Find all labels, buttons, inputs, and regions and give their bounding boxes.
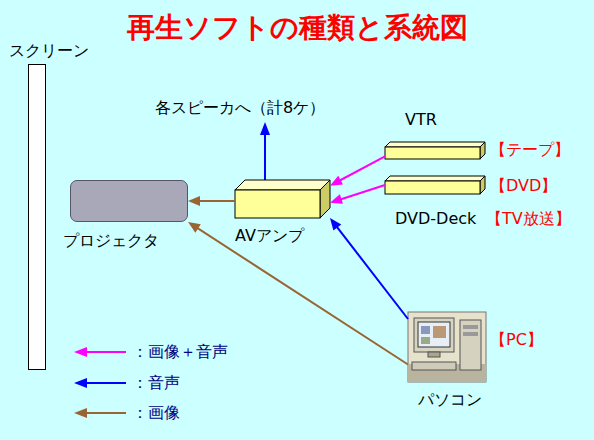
- diagram-title: 再生ソフトの種類と系統図: [0, 10, 594, 46]
- tower: [460, 320, 481, 370]
- source-tag: 【DVD】: [490, 176, 557, 196]
- device-label: AVアンプ: [235, 226, 304, 246]
- connector-line: [196, 227, 408, 364]
- signal-connector: [330, 185, 385, 204]
- signal-connector: [188, 196, 235, 206]
- connector-line: [336, 226, 408, 319]
- screen-box: スクリーン: [28, 64, 46, 370]
- source-tag: 【TV放送】: [486, 209, 571, 229]
- box-top: [385, 176, 485, 181]
- legend-arrow-head: [74, 347, 87, 357]
- box-side: [320, 180, 330, 218]
- legend-arrow-head: [74, 408, 87, 418]
- device-label: VTR: [405, 110, 437, 130]
- arrow-head: [188, 222, 201, 233]
- speaker-note: 各スピーカへ（計8ケ）: [155, 98, 325, 118]
- speaker-arrow-line: [264, 134, 266, 184]
- monitor-stand: [428, 352, 440, 357]
- arrow-head: [330, 194, 343, 204]
- box-front: [235, 190, 320, 218]
- vtr-deck: VTR: [385, 142, 485, 159]
- arrow-head: [330, 176, 343, 186]
- box-top: [385, 142, 485, 147]
- screen-image: [421, 337, 430, 344]
- legend-arrow: [72, 373, 128, 393]
- device-label: プロジェクタ: [63, 231, 159, 251]
- monitor-screen: [418, 322, 450, 347]
- legend-text: ：画像＋音声: [132, 342, 228, 362]
- screen-label: スクリーン: [9, 41, 89, 61]
- connector-line: [340, 185, 385, 200]
- speaker-arrow-head: [260, 122, 270, 135]
- legend-row: ：画像: [72, 403, 232, 423]
- pc-picture: パソコン: [408, 312, 486, 382]
- box-front: [385, 147, 480, 159]
- legend-row: ：音声: [72, 373, 232, 393]
- signal-connector: [188, 222, 408, 365]
- legend-arrow-line: [84, 412, 126, 414]
- arrow-head: [188, 196, 200, 206]
- signal-connector: [330, 156, 385, 185]
- screen-image: [421, 326, 430, 334]
- legend-arrow-head: [74, 378, 87, 388]
- drive-slot: [463, 332, 478, 336]
- monitor: [414, 318, 454, 352]
- drive-slot: [463, 325, 478, 329]
- pc-shape: [408, 312, 486, 382]
- connector-line: [339, 156, 385, 181]
- screen-image: [433, 326, 446, 338]
- connector-line: [198, 200, 235, 202]
- source-tag: 【PC】: [490, 330, 543, 350]
- device-label: パソコン: [418, 390, 482, 410]
- photo-frame: [408, 312, 486, 382]
- legend-text: ：画像: [132, 403, 180, 423]
- source-tag: 【テープ】: [490, 140, 570, 160]
- projector-box: プロジェクタ: [70, 180, 188, 222]
- legend-row: ：画像＋音声: [72, 342, 232, 362]
- legend-arrow-line: [84, 351, 126, 353]
- legend-arrow-line: [84, 382, 126, 384]
- box-side: [480, 142, 485, 159]
- legend-text: ：音声: [132, 373, 180, 393]
- box-side: [480, 176, 485, 194]
- box3d-shape: [235, 180, 330, 218]
- bar-shape: [385, 176, 485, 194]
- arrow-head: [330, 218, 341, 231]
- bar-shape: [385, 142, 485, 159]
- box-front: [385, 181, 480, 194]
- av-amp-box: AVアンプ: [235, 180, 330, 218]
- box-top: [235, 180, 330, 190]
- legend-arrow: [72, 342, 128, 362]
- device-label: DVD-Deck: [395, 209, 476, 229]
- dvd-deck: DVD-Deck: [385, 176, 485, 194]
- legend-arrow: [72, 403, 128, 423]
- keyboard: [412, 362, 456, 370]
- signal-connector: [330, 218, 408, 319]
